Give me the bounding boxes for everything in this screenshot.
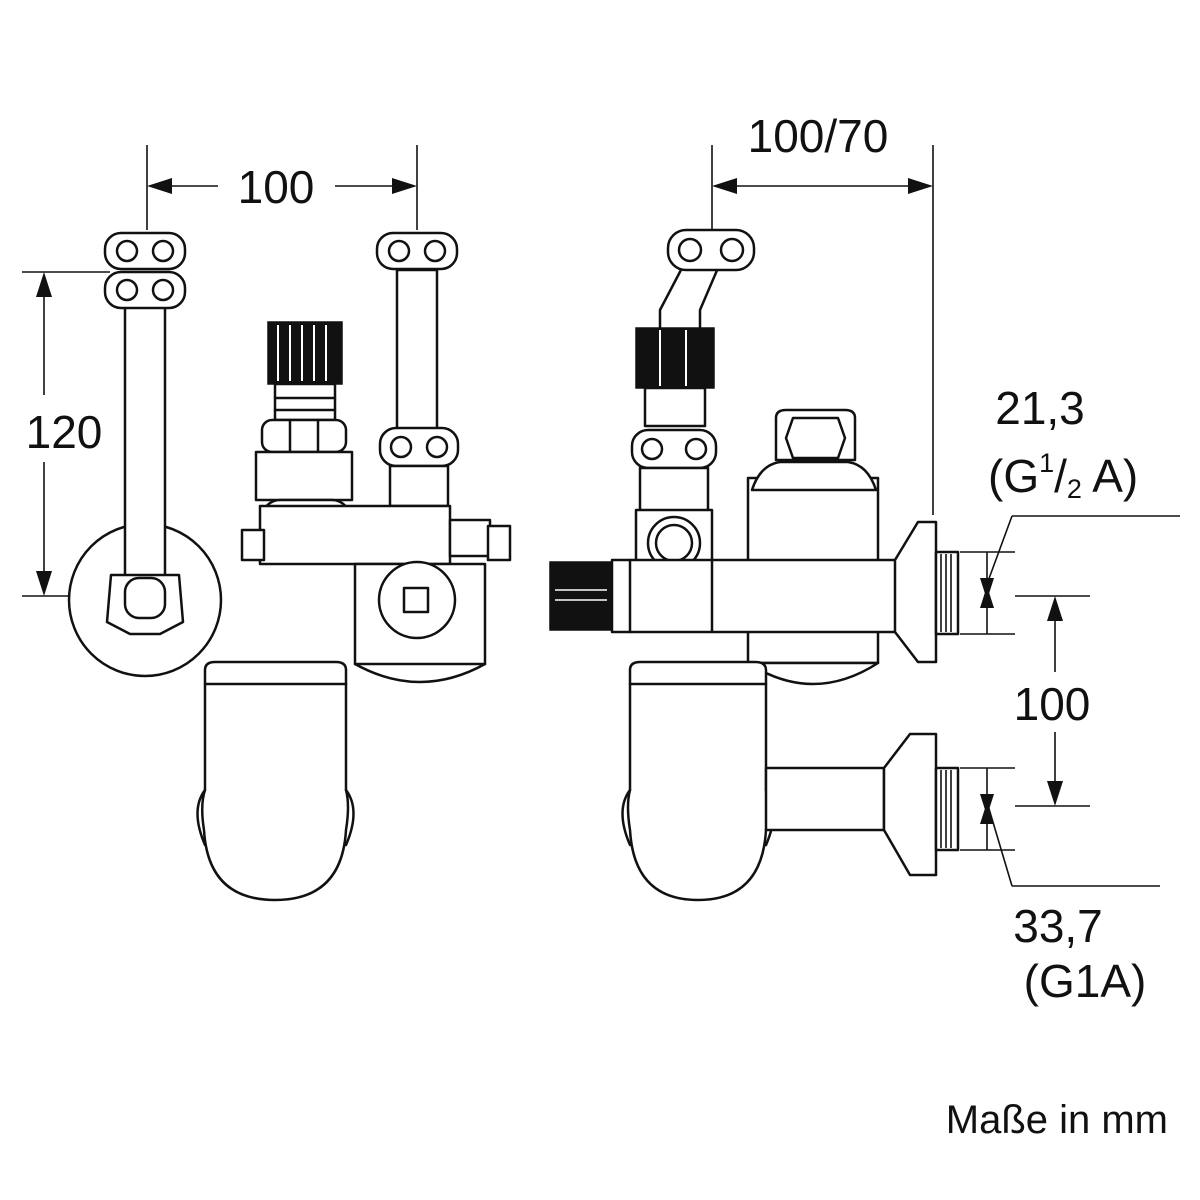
upper-thread-size: 21,3 [995,382,1085,434]
units-note: Maße in mm [946,1098,1168,1142]
hex-nut-icon [375,231,460,508]
upper-thread-suffix: A) [1082,450,1138,502]
dimension-arrow-icon [147,178,417,194]
dimension-arrow-icon [980,552,994,634]
hex-nut-icon [105,573,185,636]
dim-right-offset: 100/70 [748,110,889,162]
hex-nut-icon [666,228,756,272]
hex-nut-icon [260,418,348,454]
dimension-arrow-icon [36,272,52,596]
dim-left-width: 100 [238,161,315,213]
upper-thread-sub: 2 [1067,474,1082,504]
left-view: 100 120 [22,145,512,902]
valve-knob-icon [267,321,343,422]
hex-nut-icon [630,428,718,470]
threaded-connection-icon [934,550,960,636]
hex-nut-icon [774,408,857,462]
upper-thread-spec: (G1/2 A) [988,448,1138,504]
dim-left-height: 120 [26,406,103,458]
dimension-arrow-icon [980,768,994,850]
dimension-arrow-icon [712,178,933,194]
upper-thread-slash: / [1054,450,1067,502]
right-view: 100/70 [549,110,1180,1007]
lower-thread-spec: (G1A) [1024,955,1147,1007]
lower-thread-size: 33,7 [1013,900,1103,952]
hex-nut-icon [103,231,187,310]
dim-outlet-spacing: 100 [1014,678,1091,730]
dimension-arrow-icon [1047,596,1063,806]
upper-thread-prefix: (G [988,450,1039,502]
threaded-connection-icon [934,766,960,852]
valve-knob-icon [635,327,715,389]
upper-thread-sup: 1 [1039,448,1054,478]
